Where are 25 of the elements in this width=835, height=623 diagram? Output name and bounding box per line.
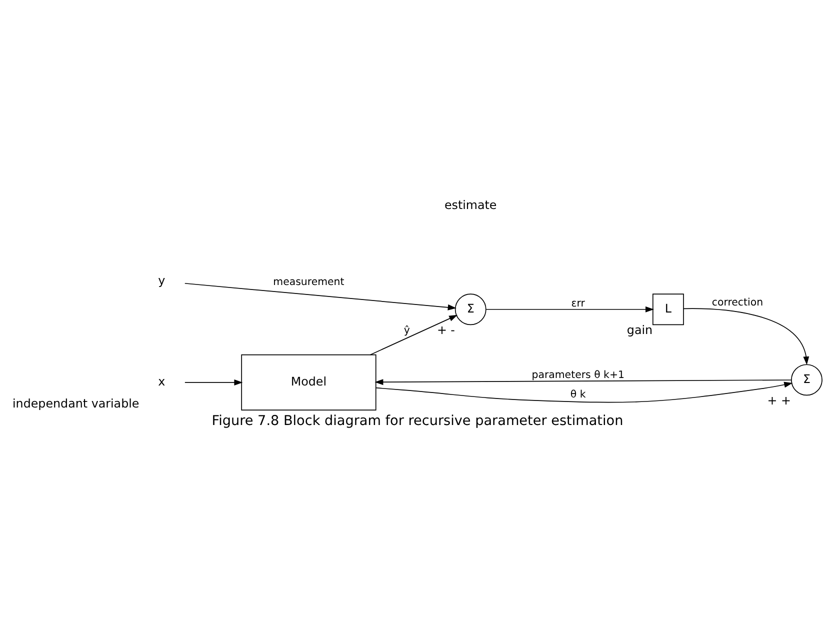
node-text: y bbox=[158, 273, 166, 288]
node-label: + + bbox=[767, 394, 791, 408]
arrow bbox=[370, 314, 458, 356]
edge-label: measurement bbox=[273, 277, 344, 288]
node-circle: Σ bbox=[454, 294, 486, 326]
edge-label: ŷ bbox=[404, 326, 410, 337]
edge-label: θ k bbox=[570, 389, 586, 400]
edge-label: εrr bbox=[571, 298, 585, 310]
node-label: independant variable bbox=[12, 396, 140, 410]
label: estimate bbox=[444, 198, 497, 212]
arrow bbox=[184, 379, 243, 386]
edge-label: parameters θ k+1 bbox=[532, 370, 624, 381]
node-label: gain bbox=[626, 323, 653, 338]
node-circle: Σ bbox=[791, 364, 822, 396]
arrow bbox=[376, 382, 793, 403]
node-label: + - bbox=[436, 323, 455, 338]
edge-label: correction bbox=[712, 298, 764, 309]
arrow bbox=[184, 282, 456, 310]
arrow bbox=[683, 308, 810, 366]
arrow bbox=[486, 306, 654, 312]
node-box: Model bbox=[241, 354, 376, 410]
node-text: x bbox=[158, 374, 166, 389]
caption: Figure 7.8 Block diagram for recursive parameter estimation bbox=[212, 412, 624, 429]
node-box: L bbox=[652, 294, 684, 326]
arrow bbox=[374, 379, 792, 386]
